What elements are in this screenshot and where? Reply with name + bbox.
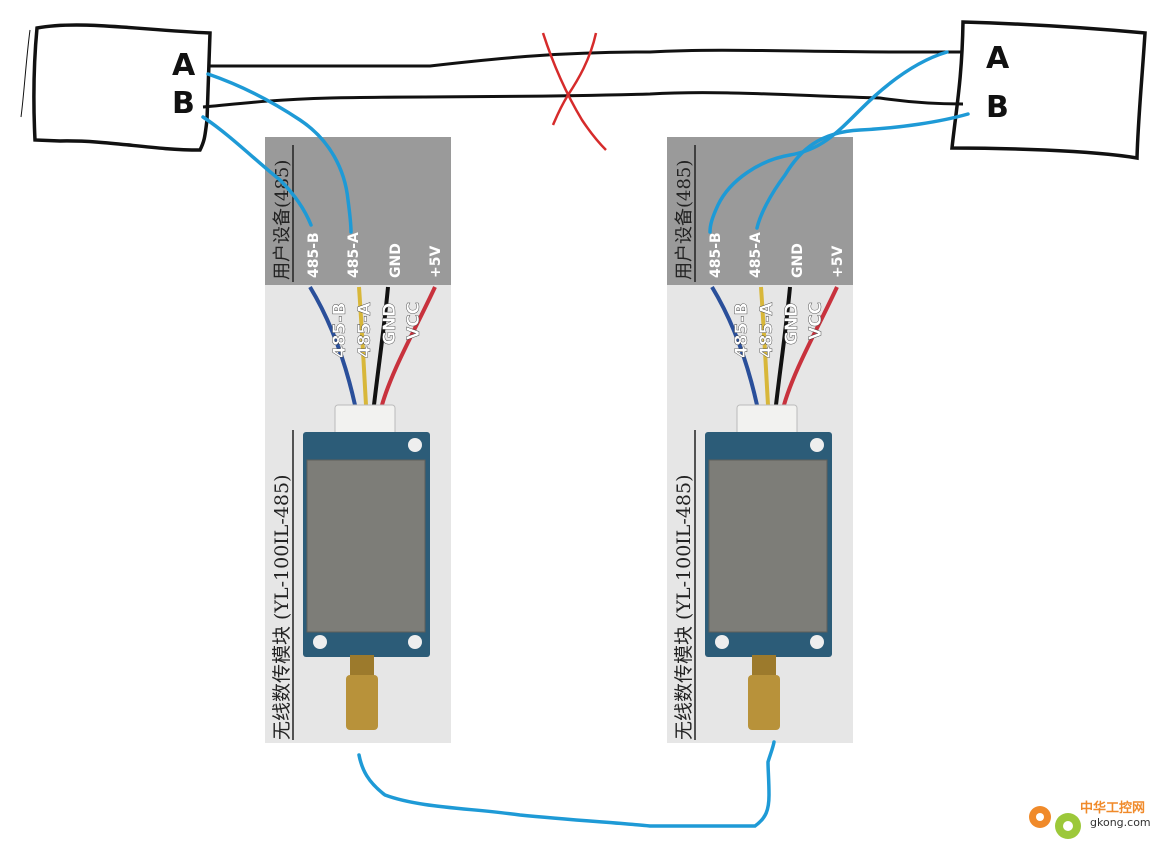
right-module: 用户设备(485) 485-B 485-A GND +5V 485-B 485-…	[667, 137, 853, 743]
right-header-pin-2: 485-A	[748, 232, 764, 278]
watermark-cn-text: 中华工控网	[1080, 800, 1145, 816]
left-device: A B	[20, 23, 212, 152]
right-header-title: 用户设备(485)	[674, 160, 695, 280]
left-wire-485b	[308, 285, 357, 406]
crossed-out-mark	[541, 32, 607, 151]
right-device-box	[950, 20, 1147, 161]
left-antenna-base	[350, 655, 374, 677]
left-header-pin-2: 485-A	[346, 232, 362, 278]
right-antenna-connector	[748, 675, 780, 730]
left-antenna-connector	[346, 675, 378, 730]
right-module-label: 无线数传模块 (YL-100IL-485)	[673, 474, 695, 740]
left-pcb-hole-top	[408, 438, 422, 452]
wired-line-a	[208, 48, 963, 68]
left-shield-can	[306, 459, 426, 633]
left-header-pin-1: 485-B	[306, 232, 322, 278]
right-wire-label-1: 485-B	[732, 303, 752, 359]
link-left-a-to-485a	[206, 72, 353, 234]
right-pcb-hole-top	[810, 438, 824, 452]
right-wire-485a	[759, 286, 770, 406]
link-right-a-to-485b	[708, 50, 949, 234]
right-wire-485b	[710, 285, 759, 406]
right-wire-label-3: GND	[782, 303, 802, 345]
gear-icon-green	[1055, 813, 1081, 839]
right-wire-gnd	[774, 286, 792, 406]
right-antenna-base	[752, 655, 776, 677]
watermark: 中华工控网 gkong.com	[1029, 800, 1151, 839]
link-left-b-to-485b	[201, 115, 313, 227]
left-header-pin-3: GND	[388, 243, 404, 278]
left-wire-label-2: 485-A	[355, 301, 375, 358]
wired-line-b	[202, 91, 964, 109]
watermark-en-text: gkong.com	[1090, 816, 1151, 829]
right-wire-label-2: 485-A	[757, 301, 777, 358]
left-wire-label-3: GND	[380, 303, 400, 345]
left-wire-label-4: VCC	[404, 302, 424, 340]
right-pcb-hole-br	[810, 635, 824, 649]
blue-connections	[201, 50, 970, 828]
link-wireless-antenna	[357, 740, 776, 828]
left-pcb-hole-br	[408, 635, 422, 649]
left-module-label: 无线数传模块 (YL-100IL-485)	[271, 474, 293, 740]
left-terminal-b: B	[172, 86, 195, 121]
link-right-b-to-485a	[755, 112, 970, 230]
left-pcb-hole-bl	[313, 635, 327, 649]
right-wire-vcc	[782, 286, 839, 406]
left-terminal-a: A	[172, 48, 196, 83]
right-device: A B	[950, 20, 1147, 161]
right-module-header	[667, 137, 853, 285]
right-header-pin-1: 485-B	[708, 232, 724, 278]
left-wire-gnd	[372, 286, 390, 406]
left-wire-label-1: 485-B	[330, 303, 350, 359]
left-device-stray-line	[20, 29, 31, 118]
left-header-pin-4: +5V	[428, 246, 444, 278]
right-wire-label-4: VCC	[806, 302, 826, 340]
right-header-pin-4: +5V	[830, 246, 846, 278]
left-module: 用户设备(485) 485-B 485-A GND +5V 485-B 485-…	[265, 137, 451, 743]
cross-stroke-1	[541, 32, 607, 151]
left-module-header	[265, 137, 451, 285]
left-wire-485a	[357, 286, 368, 406]
cross-stroke-2	[551, 32, 598, 126]
right-terminal-a: A	[986, 41, 1010, 76]
right-header-pin-3: GND	[790, 243, 806, 278]
gear-icon-orange	[1029, 806, 1051, 828]
right-pcb-hole-bl	[715, 635, 729, 649]
left-wire-vcc	[380, 286, 437, 406]
left-device-box	[32, 23, 212, 152]
right-shield-can	[708, 459, 828, 633]
right-terminal-b: B	[986, 90, 1009, 125]
